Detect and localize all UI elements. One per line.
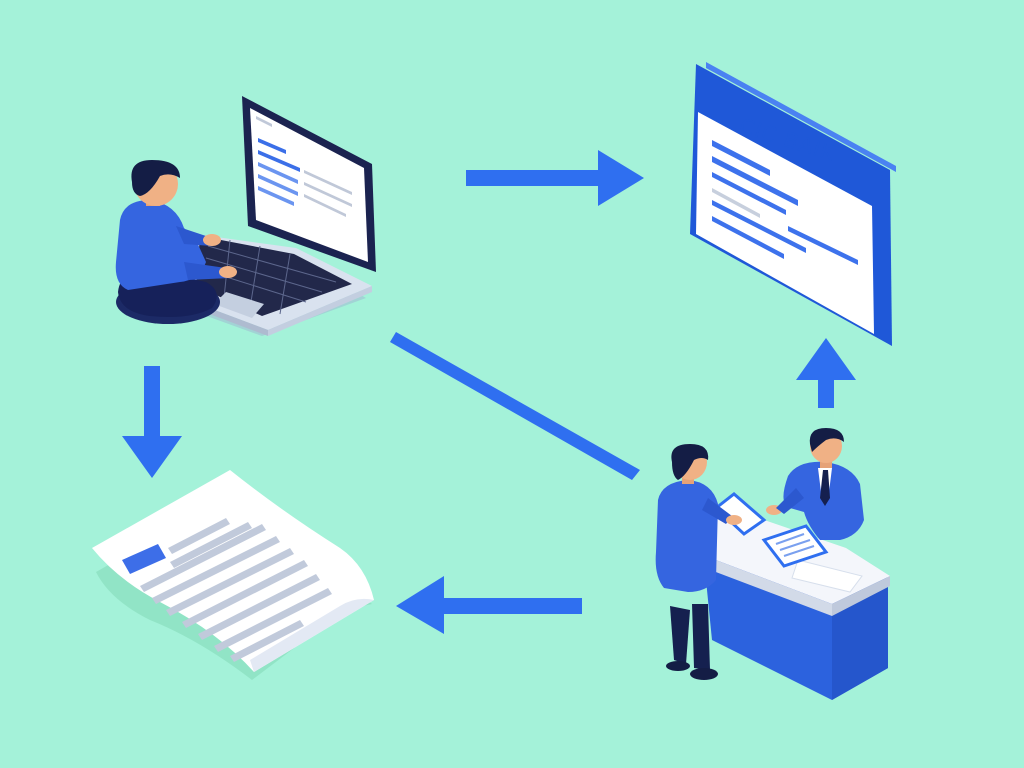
arrow-right-icon	[466, 150, 644, 206]
bank-counter-clerk-icon	[655, 428, 890, 700]
bank-browser-window-icon: CIC BAIK	[690, 62, 896, 346]
document-icon	[92, 470, 374, 680]
arrow-up-icon	[796, 338, 856, 408]
arrow-left-icon	[396, 576, 582, 634]
arrow-down-icon	[122, 366, 182, 478]
person-at-laptop-icon	[115, 96, 376, 336]
laptop-screen-content	[256, 116, 352, 217]
diagonal-connector-line	[390, 332, 640, 480]
